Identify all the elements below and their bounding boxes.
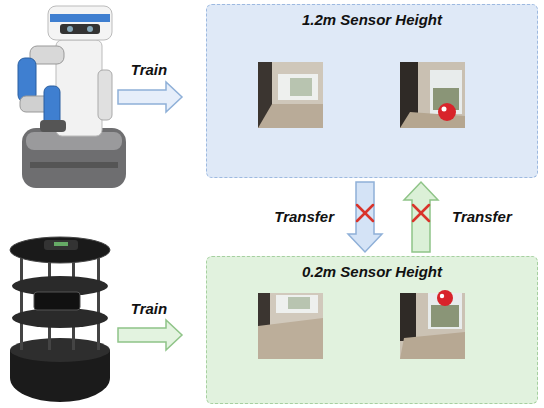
transfer-arrow [348, 182, 382, 252]
turtlebot-robot [10, 237, 110, 402]
scene-image [400, 62, 465, 128]
train-arrow [118, 320, 182, 350]
train-label: Train [131, 61, 167, 79]
panel-box: 0.2m Sensor Height [206, 256, 538, 404]
box-title: 1.2m Sensor Height [207, 5, 537, 28]
box-ground [206, 256, 538, 404]
fetch-robot [18, 6, 126, 188]
transfer-arrow [404, 182, 438, 252]
train-label: Train [131, 300, 167, 318]
cross-mark [357, 205, 373, 221]
scene-image [400, 290, 465, 359]
scene-image [258, 62, 323, 128]
scene-image [258, 293, 323, 359]
box-ground [206, 4, 538, 178]
edge-label: Transfer [452, 208, 512, 226]
cross-mark [413, 205, 429, 221]
edge-label: Transfer [274, 208, 334, 226]
train-arrow [118, 82, 182, 112]
panel-box: 1.2m Sensor Height [206, 4, 538, 178]
box-title: 0.2m Sensor Height [207, 257, 537, 280]
